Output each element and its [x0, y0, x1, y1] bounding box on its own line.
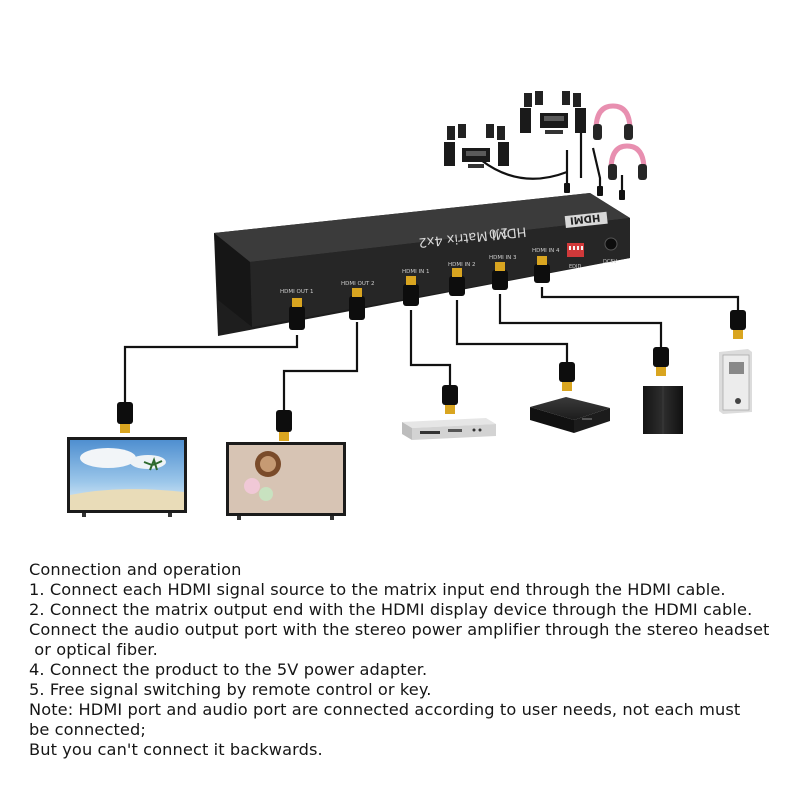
- port-label-out1: HDMI OUT 1: [280, 289, 313, 295]
- power-label: DC5V: [603, 259, 618, 265]
- power-jack-icon: [604, 237, 618, 251]
- instructions-title: Connection and operation: [29, 560, 242, 579]
- instruction-line: be connected;: [29, 720, 146, 739]
- headphones-icon-1: [593, 103, 633, 140]
- instruction-line: But you can't connect it backwards.: [29, 740, 323, 759]
- port-label-in2: HDMI IN 2: [448, 262, 475, 268]
- instructions-block: Connection and operation 1. Connect each…: [29, 560, 789, 760]
- game-console-icon: [643, 386, 683, 434]
- device-version-label: 2.0: [488, 225, 508, 241]
- port-label-out2: HDMI OUT 2: [341, 281, 374, 287]
- edid-label: EDID: [569, 264, 581, 270]
- headphones-icon-2: [608, 143, 647, 180]
- instruction-line: 1. Connect each HDMI signal source to th…: [29, 580, 726, 599]
- instruction-line: or optical fiber.: [29, 640, 158, 659]
- instruction-line: Note: HDMI port and audio port are conne…: [29, 700, 741, 719]
- hdmi-cables: [123, 130, 740, 410]
- tv-display-2-icon: [226, 442, 346, 520]
- hdmi-logo: HDMI: [564, 211, 608, 229]
- hdmi-matrix-device: HDMI Matrix 4x2 2.0 HDMI HDMI OUT 1 HDMI…: [214, 193, 630, 336]
- set-top-box-icon: [530, 397, 610, 433]
- connection-diagram: HDMI Matrix 4x2 2.0 HDMI HDMI OUT 1 HDMI…: [67, 91, 752, 520]
- instruction-line: 5. Free signal switching by remote contr…: [29, 680, 432, 699]
- edid-dip-switch: [567, 243, 584, 257]
- port-label-in1: HDMI IN 1: [402, 269, 429, 275]
- instruction-line: 4. Connect the product to the 5V power a…: [29, 660, 428, 679]
- port-label-in4: HDMI IN 4: [532, 248, 560, 254]
- stereo-speakers-icon-2: [520, 91, 586, 134]
- dvd-player-icon: [402, 418, 496, 440]
- instruction-line: 2. Connect the matrix output end with th…: [29, 600, 753, 619]
- svg-text:HDMI: HDMI: [569, 211, 600, 225]
- hdmi-plugs: [117, 256, 746, 441]
- instruction-line: Connect the audio output port with the s…: [29, 620, 770, 639]
- computer-tower-icon: [719, 349, 752, 414]
- port-label-in3: HDMI IN 3: [489, 255, 517, 261]
- stereo-speakers-icon-1: [444, 124, 509, 168]
- tv-display-1-icon: [67, 437, 187, 517]
